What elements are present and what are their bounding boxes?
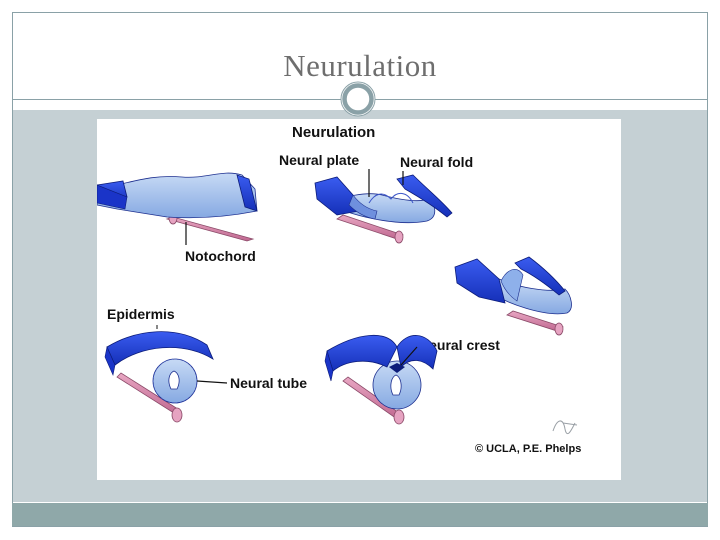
label-notochord: Notochord <box>185 248 256 264</box>
stage-3-folds-rising <box>454 256 572 336</box>
figure-heading: Neurulation <box>292 124 375 141</box>
artist-signature-mark <box>552 420 578 435</box>
slide-title: Neurulation <box>283 48 437 83</box>
neurulation-figure: Neurulation Notochord Neural plate Neura… <box>97 119 621 480</box>
label-neural-tube: Neural tube <box>230 375 307 391</box>
neurulation-diagram: Neurulation Notochord Neural plate Neura… <box>97 124 581 455</box>
circle-ornament-icon <box>340 81 376 117</box>
neural-plate-sheet <box>97 172 258 219</box>
title-area: Neurulation <box>12 12 708 100</box>
label-neural-crest: Neural crest <box>419 337 500 353</box>
stage-2-neural-fold <box>314 169 453 244</box>
notochord-rod <box>165 216 255 242</box>
figure-credit: © UCLA, P.E. Phelps <box>475 443 581 455</box>
stage-5-neural-crest <box>324 335 438 425</box>
neural-crest-cells <box>389 363 405 373</box>
label-neural-fold: Neural fold <box>400 154 473 170</box>
stage-1-flat-plate <box>97 172 258 245</box>
stage-4-neural-tube <box>104 325 228 423</box>
label-neural-plate: Neural plate <box>279 152 359 168</box>
label-epidermis: Epidermis <box>107 306 175 322</box>
epidermis-layer <box>106 331 214 366</box>
footer-bar <box>12 503 708 526</box>
